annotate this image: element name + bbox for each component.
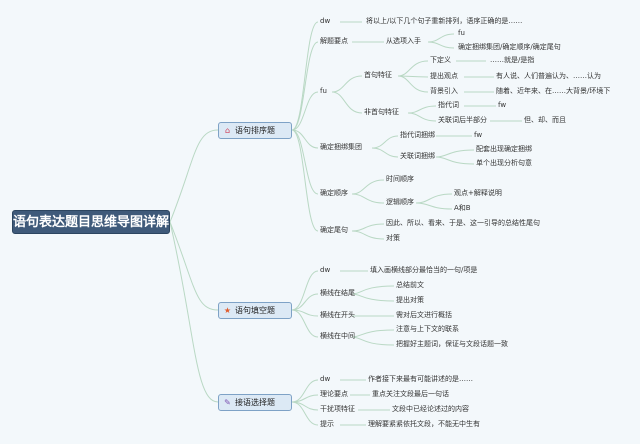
node[interactable]: 下定义 [430, 56, 451, 64]
node[interactable]: 逻辑顺序 [386, 198, 414, 206]
node[interactable]: 需对后文进行概括 [396, 311, 452, 319]
node[interactable]: 注意与上下文的联系 [396, 325, 459, 333]
node[interactable]: 确定捆绑集团 [320, 143, 362, 151]
node[interactable]: 有人说、人们普遍认为、……认为 [496, 72, 601, 80]
node[interactable]: 从选项入手 [386, 37, 421, 45]
node[interactable]: dw [320, 266, 331, 274]
pencil-icon: ✎ [224, 398, 231, 407]
node[interactable]: 指代词捆绑 [400, 131, 435, 139]
node[interactable]: 非首句特征 [364, 108, 399, 116]
node[interactable]: 横线在开头 [320, 311, 355, 319]
branch-label: 语句排序题 [235, 126, 275, 135]
node[interactable]: 作者接下来最有可能讲述的是…… [368, 375, 473, 383]
node[interactable]: 提示 [320, 420, 334, 428]
node[interactable]: 确定尾句 [320, 226, 348, 234]
node[interactable]: 但、却、而且 [524, 116, 566, 124]
node[interactable]: 关联词捆绑 [400, 152, 435, 160]
node[interactable]: fu [458, 29, 465, 37]
node[interactable]: 观点+解释说明 [454, 189, 502, 197]
node[interactable]: 理解要紧紧依托文段，不能无中生有 [368, 420, 480, 428]
node[interactable]: 背景引入 [430, 87, 458, 95]
node[interactable]: 总结前文 [396, 281, 424, 289]
node[interactable]: 因此、所以、看来、于是、这一引导的总结性尾句 [386, 219, 540, 227]
node[interactable]: 文段中已经论述过的内容 [392, 405, 469, 413]
node[interactable]: 解题要点 [320, 37, 348, 45]
node[interactable]: 指代词 [438, 101, 459, 109]
node[interactable]: 横线在中间 [320, 332, 355, 340]
node[interactable]: 首句特征 [364, 71, 392, 79]
node[interactable]: 将以上/以下几个句子重新排列，语序正确的是…… [366, 17, 523, 25]
node[interactable]: dw [320, 375, 331, 383]
node[interactable]: dw [320, 17, 331, 25]
node[interactable]: ……就是/是指 [490, 56, 535, 64]
branch-fill-in-blank[interactable]: ★语句填空题 [218, 302, 292, 319]
house-icon: ⌂ [224, 126, 231, 135]
node[interactable]: 确定顺序 [320, 189, 348, 197]
node[interactable]: 单个出现分析句意 [476, 159, 532, 167]
node[interactable]: fw [474, 131, 483, 139]
node[interactable]: 关联词后半部分 [438, 116, 487, 124]
node[interactable]: fu [320, 87, 327, 95]
node[interactable]: 干扰项特征 [320, 405, 355, 413]
branch-continuation-choice[interactable]: ✎ 接语选择题 [218, 394, 292, 411]
node[interactable]: 提出观点 [430, 72, 458, 80]
star-icon: ★ [223, 306, 232, 315]
branch-sentence-ordering[interactable]: ⌂ 语句排序题 [218, 122, 292, 139]
node[interactable]: 提出对策 [396, 296, 424, 304]
node[interactable]: 把握好主题词，保证与文段话题一致 [396, 340, 508, 348]
node[interactable]: 理论要点 [320, 390, 348, 398]
branch-label: 语句填空题 [235, 306, 275, 315]
node[interactable]: 填入画横线部分最恰当的一句/项是 [370, 266, 478, 274]
node[interactable]: 时间顺序 [386, 175, 414, 183]
root-title[interactable]: 语句表达题目思维导图详解 [12, 210, 170, 234]
node[interactable]: A和B [454, 204, 471, 212]
node[interactable]: 随着、近年来、在……大背景/环境下 [496, 87, 611, 95]
node[interactable]: 对策 [386, 234, 400, 242]
node[interactable]: 确定捆绑集团/确定顺序/确定尾句 [458, 43, 561, 51]
node[interactable]: fw [498, 101, 507, 109]
node[interactable]: 配套出现确定捆绑 [476, 145, 532, 153]
node[interactable]: 横线在结尾 [320, 289, 355, 297]
branch-label: 接语选择题 [235, 398, 275, 407]
node[interactable]: 重点关注文段最后一句话 [372, 390, 449, 398]
